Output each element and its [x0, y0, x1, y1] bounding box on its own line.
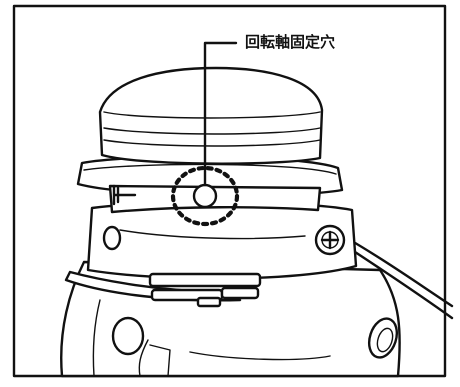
dome-top	[98, 66, 324, 165]
lower-right-hole	[367, 317, 399, 359]
t-bracket	[112, 184, 137, 206]
mounting-ring	[86, 201, 358, 280]
callout-leader	[203, 41, 238, 187]
ring-left-hole	[102, 225, 122, 251]
cable	[348, 238, 454, 308]
pivot-fixing-hole	[192, 183, 218, 209]
highlight-circle	[170, 165, 240, 227]
latch-plate	[64, 270, 262, 308]
callout-label: 回転軸固定穴	[245, 33, 336, 51]
lower-left-hole	[111, 316, 145, 356]
